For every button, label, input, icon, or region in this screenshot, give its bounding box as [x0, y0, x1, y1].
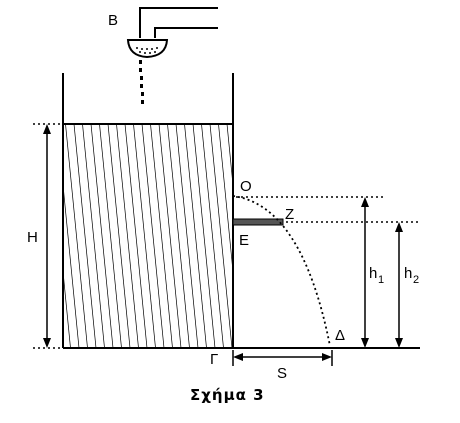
label-h1-sub: 1: [378, 274, 384, 286]
label-point-e: Ε: [239, 232, 249, 249]
water-hatching: [63, 124, 233, 348]
label-h2: h 2: [404, 265, 419, 286]
spout-ez: [232, 218, 284, 226]
label-point-gamma: Γ: [210, 351, 218, 368]
label-height-total: Η: [27, 229, 38, 246]
figure-caption: Σχήμα 3: [190, 386, 265, 404]
dimension-h2: [395, 222, 403, 348]
label-h2-sub: 2: [413, 274, 419, 286]
label-point-z: Ζ: [285, 206, 294, 223]
label-point-delta: Δ: [335, 327, 345, 344]
dimension-h: [43, 124, 51, 348]
reference-lines: [33, 123, 418, 349]
label-distance-s: S: [277, 365, 287, 382]
jet-trajectory: [232, 195, 331, 347]
shower-holes: [136, 47, 158, 54]
tap: [126, 7, 218, 59]
falling-drops: [139, 60, 144, 104]
label-h2-base: h: [404, 265, 412, 282]
label-tap-b: Β: [108, 12, 118, 29]
label-point-o: Ο: [240, 178, 252, 195]
dimension-s: [232, 350, 333, 366]
label-h1-base: h: [369, 265, 377, 282]
dimension-h1: [361, 197, 369, 348]
label-h1: h 1: [369, 265, 384, 286]
